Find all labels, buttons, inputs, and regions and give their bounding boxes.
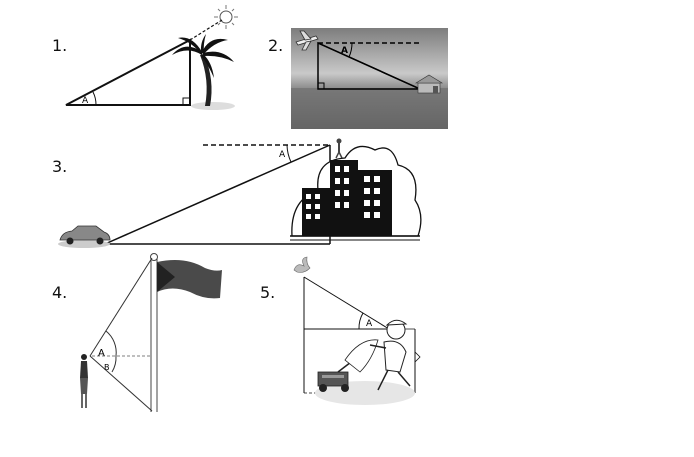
angle-label-a: A xyxy=(98,348,105,359)
angle-label-b: B xyxy=(104,363,110,372)
flag-icon xyxy=(157,260,222,299)
problem-4-diagram: A B xyxy=(80,253,222,412)
problem-number-5: 5. xyxy=(260,283,276,302)
problem-1-diagram: A xyxy=(65,5,238,110)
person-icon xyxy=(335,138,343,159)
angle-label-a: A xyxy=(366,319,373,329)
house-icon xyxy=(414,74,444,94)
problem-number-3: 3. xyxy=(52,157,68,176)
palm-tree-icon xyxy=(172,34,235,110)
man-mowing-icon xyxy=(315,319,415,405)
problem-number-1: 1. xyxy=(52,36,68,55)
problem-number-2: 2. xyxy=(268,36,284,55)
sun-icon xyxy=(214,5,238,29)
problem-3-diagram: A xyxy=(58,138,422,248)
buildings-icon xyxy=(290,145,422,241)
car-icon xyxy=(58,225,111,248)
problem-number-4: 4. xyxy=(52,283,68,302)
bird-icon xyxy=(293,256,311,273)
airplane-icon xyxy=(295,30,319,51)
angle-label-a: A xyxy=(341,46,348,56)
angle-label-a: A xyxy=(82,96,89,106)
problem-5-diagram: A xyxy=(293,256,421,405)
woman-icon xyxy=(80,354,88,408)
problem-2-diagram: A xyxy=(291,28,448,129)
angle-label-a: A xyxy=(279,150,286,160)
